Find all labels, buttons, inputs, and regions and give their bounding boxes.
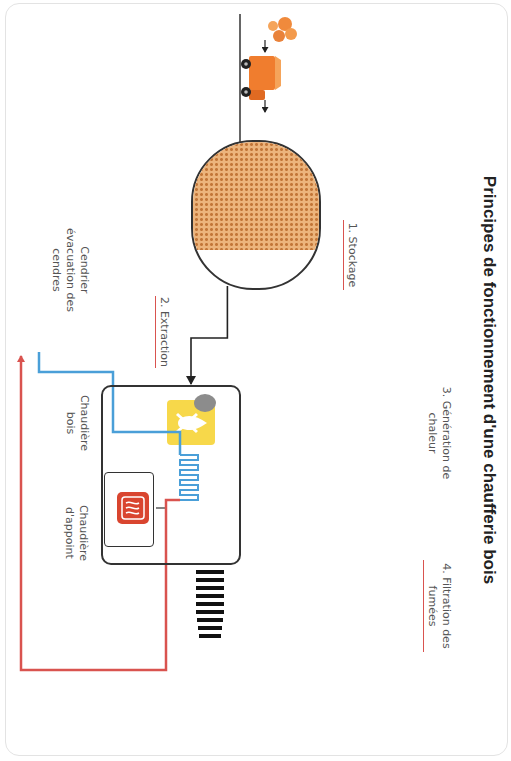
step-label: 4. Filtration des fumées: [424, 560, 454, 652]
edge-label: 2. Extraction: [155, 296, 171, 368]
silo-content: [193, 142, 319, 288]
diagram-title: Principes de fonctionnement d'une chauff…: [479, 60, 499, 700]
heat-exchanger-coil: [180, 455, 198, 500]
backup-boiler: Chaudière d'appoint: [104, 472, 154, 547]
backup-boiler-icon: [117, 492, 149, 524]
note-label: Cendrier évacuation des cendres: [50, 218, 91, 322]
truck: [241, 56, 281, 100]
card-frame: [5, 3, 508, 756]
wood-boiler: [167, 394, 216, 445]
step-label: 3. Génération de chaleur: [426, 378, 454, 488]
feed-arrow: [191, 286, 227, 384]
backup-link-wire: [156, 507, 166, 508]
chimney: [196, 570, 224, 638]
delivery-arrow: [264, 100, 265, 112]
node-label: 1. Stockage: [343, 220, 359, 290]
wood-chips: [193, 142, 319, 250]
node-label: Chaudière bois: [64, 393, 92, 453]
storage-silo: 1. Stockage: [191, 140, 321, 290]
delivery-arrow: [264, 40, 265, 52]
boiler-room: Chaudière boisChaudière d'appoint: [101, 385, 241, 565]
node-label: Chaudière d'appoint: [63, 491, 91, 575]
ground-line: [239, 14, 241, 142]
wood-chips-pile: [268, 17, 297, 42]
